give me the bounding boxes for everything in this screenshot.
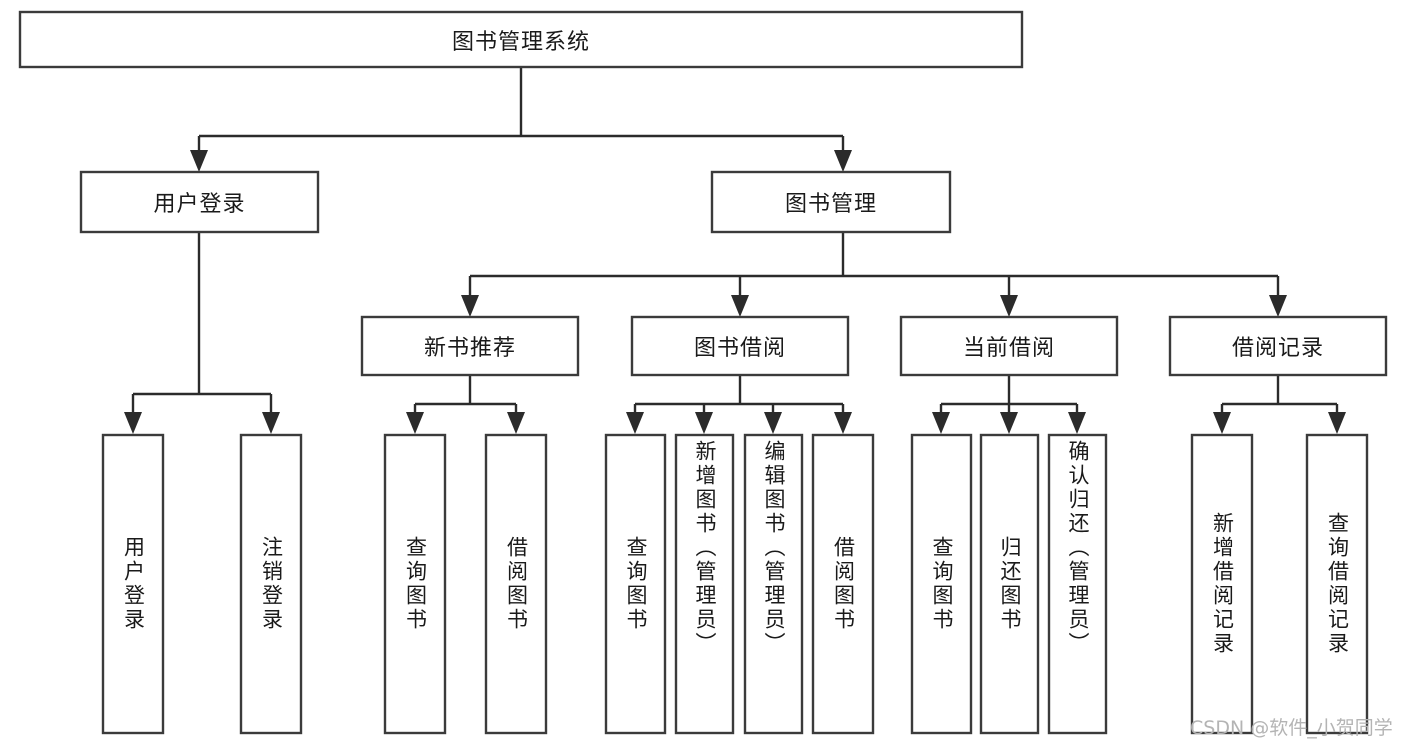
node-leaf-borrow-book-2[interactable]: [811, 433, 875, 735]
node-leaf-logout-login[interactable]: [239, 433, 303, 735]
node-leaf-query-book-3[interactable]: [910, 433, 973, 735]
arrow-to-leaf-borrow-book-2: [834, 412, 852, 434]
node-new-book-rec[interactable]: [360, 315, 580, 377]
arrow-to-leaf-query-record: [1328, 412, 1346, 434]
connector-layer: [124, 67, 1346, 434]
arrow-to-leaf-return-book: [1000, 412, 1018, 434]
arrow-to-user-login: [190, 150, 208, 172]
arrow-to-leaf-add-record: [1213, 412, 1231, 434]
node-leaf-query-book-1[interactable]: [383, 433, 447, 735]
arrow-to-leaf-edit-book: [764, 412, 782, 434]
arrow-to-current-borrow: [1000, 295, 1018, 317]
arrow-to-book-manage: [834, 150, 852, 172]
arrow-to-leaf-add-book: [695, 412, 713, 434]
node-book-manage[interactable]: [710, 170, 952, 234]
node-leaf-borrow-book-1[interactable]: [484, 433, 548, 735]
arrow-to-leaf-logout-login: [262, 412, 280, 434]
arrow-to-leaf-confirm-return: [1068, 412, 1086, 434]
node-leaf-query-book-2[interactable]: [604, 433, 667, 735]
arrow-to-leaf-query-book-3: [932, 412, 950, 434]
node-borrow-record[interactable]: [1168, 315, 1388, 377]
node-current-borrow[interactable]: [899, 315, 1119, 377]
node-book-borrow[interactable]: [630, 315, 850, 377]
node-leaf-return-book[interactable]: [979, 433, 1040, 735]
node-leaf-query-record[interactable]: [1305, 433, 1369, 735]
node-leaf-add-record[interactable]: [1190, 433, 1254, 735]
arrow-to-leaf-query-book-1: [406, 412, 424, 434]
node-leaf-user-login[interactable]: [101, 433, 165, 735]
arrow-to-leaf-borrow-book-1: [507, 412, 525, 434]
node-leaf-add-book[interactable]: [674, 433, 735, 735]
arrow-to-borrow-record: [1269, 295, 1287, 317]
node-root[interactable]: [18, 10, 1024, 69]
box-layer: [18, 10, 1388, 735]
node-leaf-edit-book[interactable]: [743, 433, 804, 735]
arrow-to-book-borrow: [731, 295, 749, 317]
arrow-to-leaf-user-login: [124, 412, 142, 434]
node-user-login[interactable]: [79, 170, 320, 234]
arrow-to-new-book-rec: [461, 295, 479, 317]
node-leaf-confirm-return[interactable]: [1047, 433, 1108, 735]
arrow-to-leaf-query-book-2: [626, 412, 644, 434]
